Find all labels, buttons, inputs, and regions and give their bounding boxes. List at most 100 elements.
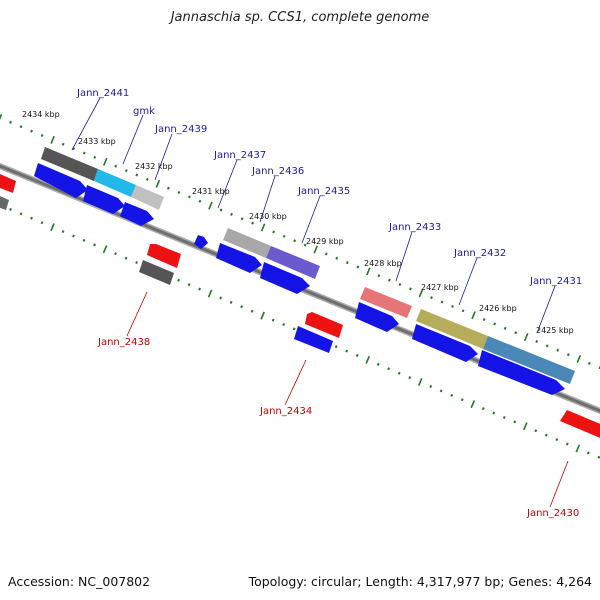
minor-tick — [534, 429, 538, 433]
minor-tick — [356, 265, 360, 269]
major-tick — [155, 179, 161, 188]
forward-cds-arrow — [260, 262, 310, 294]
minor-tick — [514, 331, 518, 335]
minor-tick — [124, 256, 128, 260]
minor-tick — [282, 234, 286, 238]
minor-tick — [72, 147, 76, 151]
major-tick — [102, 245, 108, 254]
minor-tick — [114, 164, 118, 168]
reverse-cds-arrow — [305, 312, 343, 338]
minor-tick — [93, 243, 96, 247]
gene-labels: Jann_2441 gmk Jann_2439 Jann_2437 Jann_2… — [76, 88, 582, 519]
minor-tick — [388, 278, 391, 282]
minor-tick — [271, 318, 275, 322]
cog-feature-bar — [41, 147, 98, 181]
minor-tick — [556, 348, 560, 352]
minor-tick — [324, 252, 328, 256]
minor-tick — [30, 129, 33, 133]
minor-tick — [535, 339, 539, 343]
minor-tick — [135, 173, 139, 177]
minor-tick — [198, 287, 201, 291]
gene-label: Jann_2433 — [388, 222, 441, 233]
accession-value: NC_007802 — [78, 574, 151, 589]
minor-tick — [555, 438, 559, 442]
minor-tick — [188, 195, 191, 199]
map-title: Jannaschia sp. CCS1, complete genome — [170, 10, 430, 25]
gene-label: gmk — [133, 106, 155, 117]
forward-cds-arrow — [83, 185, 125, 214]
major-tick — [313, 245, 318, 254]
tick-label: 2432 kbp — [135, 162, 173, 171]
minor-tick — [30, 216, 33, 220]
minor-tick — [377, 274, 381, 278]
major-tick — [207, 289, 213, 298]
tick-label: 2428 kbp — [364, 259, 402, 268]
minor-tick — [513, 420, 517, 424]
minor-tick — [387, 367, 391, 371]
minor-tick — [19, 125, 23, 129]
major-tick — [102, 157, 108, 166]
major-tick — [50, 223, 55, 232]
minor-tick — [230, 212, 233, 216]
major-tick — [471, 311, 476, 320]
cog-feature-bar — [0, 196, 9, 210]
topology-label: Topology: — [248, 574, 308, 589]
minor-tick — [303, 243, 307, 247]
tick-label: 2434 kbp — [22, 110, 60, 119]
minor-tick — [482, 318, 486, 322]
major-tick — [50, 135, 55, 144]
minor-tick — [61, 142, 65, 146]
major-tick — [523, 333, 529, 342]
minor-tick — [566, 353, 570, 357]
minor-tick — [493, 322, 497, 326]
cog-feature-bar — [266, 246, 320, 279]
minor-tick — [251, 221, 254, 225]
minor-tick — [292, 327, 296, 331]
cog-feature-bar — [483, 336, 575, 384]
forward-cds-arrow — [194, 235, 208, 249]
minor-tick — [229, 300, 233, 304]
tick-labels: 2434 kbp 2433 kbp 2432 kbp 2431 kbp 2430… — [22, 110, 574, 335]
minor-tick — [430, 296, 433, 300]
minor-tick — [40, 221, 44, 225]
minor-tick — [250, 309, 254, 313]
major-tick — [260, 223, 266, 232]
major-tick — [366, 267, 371, 276]
reverse-cds-arrow — [560, 410, 600, 438]
minor-tick — [72, 234, 75, 238]
minor-tick — [177, 191, 181, 194]
minor-tick — [177, 278, 180, 282]
genes-label: Genes: — [508, 574, 553, 589]
gene-label: Jann_2438 — [97, 337, 150, 348]
cog-feature-bar — [416, 309, 488, 349]
major-tick — [575, 444, 581, 453]
tick-label: 2425 kbp — [536, 326, 574, 335]
minor-tick — [9, 207, 12, 211]
gene-label: Jann_2437 — [213, 150, 266, 161]
forward-cds-arrow — [216, 243, 262, 273]
minor-tick — [355, 353, 359, 357]
gene-label: Jann_2441 — [76, 88, 129, 99]
forward-cds-arrow — [294, 326, 333, 353]
major-tick — [0, 113, 3, 121]
minor-tick — [545, 344, 549, 348]
major-tick — [417, 378, 423, 387]
cog-feature-bar — [139, 260, 174, 285]
accession-info: Accession: NC_007802 — [8, 574, 150, 589]
major-tick — [576, 355, 582, 364]
minor-tick — [376, 362, 380, 366]
minor-tick — [460, 398, 464, 402]
major-tick — [208, 201, 213, 210]
minor-tick — [93, 155, 97, 159]
gene-label: Jann_2430 — [526, 508, 579, 519]
length-value: 4,317,977 bp; — [416, 574, 505, 589]
gene-label: Jann_2436 — [251, 166, 304, 177]
tick-label: 2431 kbp — [192, 187, 230, 196]
length-label: Length: — [365, 574, 413, 589]
major-tick — [365, 355, 370, 364]
reverse-cds-arrow — [147, 244, 181, 268]
minor-tick — [335, 256, 339, 260]
minor-tick — [398, 283, 402, 287]
minor-tick — [408, 376, 412, 380]
